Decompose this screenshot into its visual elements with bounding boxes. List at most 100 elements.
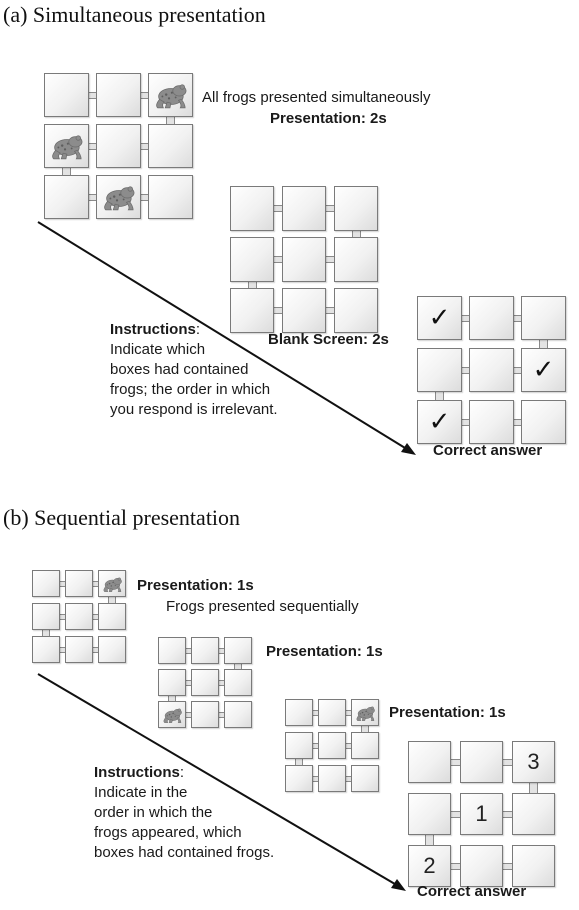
grid-box — [44, 124, 89, 168]
grid-box — [282, 186, 326, 231]
grid-box: 1 — [460, 793, 503, 835]
order-number: 2 — [423, 853, 436, 878]
grid-box — [460, 741, 503, 783]
grid-box — [318, 732, 346, 759]
grid-box — [191, 701, 219, 728]
panel-a-blank-label: Blank Screen: 2s — [268, 331, 389, 348]
grid-box — [148, 73, 193, 117]
checkmark-icon: ✓ — [428, 303, 451, 333]
grid-box — [334, 237, 378, 282]
grid-box — [224, 637, 252, 664]
panel-b-frogs-label: Frogs presented sequentially — [166, 598, 359, 615]
panel-a-instructions-line: frogs; the order in which — [110, 381, 271, 398]
grid-box — [285, 699, 313, 726]
grid-box — [512, 845, 555, 887]
grid-box — [469, 348, 514, 392]
grid-box — [96, 124, 141, 168]
panel-b-presentation-grid-3 — [285, 699, 379, 792]
panel-a-presentation-grid — [44, 73, 193, 219]
grid-box — [230, 237, 274, 282]
grid-box — [191, 637, 219, 664]
grid-box: ✓ — [417, 400, 462, 444]
frog-icon — [155, 84, 187, 109]
panel-b-instructions-title: Instructions — [94, 764, 180, 781]
panel-a-answer-label: Correct answer — [433, 442, 543, 459]
grid-box: 2 — [408, 845, 451, 887]
grid-box — [318, 765, 346, 792]
checkmark-icon: ✓ — [428, 407, 451, 437]
grid-box — [521, 296, 566, 340]
panel-a-instructions-line: Indicate which — [110, 341, 206, 358]
grid-box — [158, 701, 186, 728]
panel-b-instructions-line: frogs appeared, which — [94, 824, 242, 841]
panel-b-presentation-label-3: Presentation: 1s — [389, 704, 506, 721]
panel-b-presentation-grid-1 — [32, 570, 126, 663]
grid-box — [334, 186, 378, 231]
grid-box — [65, 570, 93, 597]
frog-icon — [103, 186, 135, 211]
grid-box — [32, 570, 60, 597]
panel-b-presentation-grid-2 — [158, 637, 252, 728]
panel-b-instructions-line: boxes had contained frogs. — [94, 844, 275, 861]
grid-box: ✓ — [521, 348, 566, 392]
panel-a-answer-grid: ✓ ✓ ✓ — [417, 296, 566, 444]
panel-a-instructions-title: Instructions — [110, 321, 196, 338]
grid-box — [44, 175, 89, 219]
panel-b-instructions-line: Indicate in the — [94, 784, 188, 801]
grid-box — [285, 765, 313, 792]
grid-box — [96, 175, 141, 219]
grid-box — [334, 288, 378, 333]
grid-box — [351, 732, 379, 759]
frog-icon — [163, 708, 182, 723]
panel-b-answer-label: Correct answer — [417, 883, 527, 900]
grid-box — [98, 570, 126, 597]
grid-box — [65, 636, 93, 663]
grid-box — [230, 288, 274, 333]
grid-box — [230, 186, 274, 231]
grid-box — [469, 400, 514, 444]
panel-a-instructions-line: boxes had contained — [110, 361, 249, 378]
grid-box — [417, 348, 462, 392]
panel-a-presentation-label: Presentation: 2s — [270, 110, 387, 127]
grid-box — [96, 73, 141, 117]
grid-box — [318, 699, 346, 726]
grid-box — [351, 765, 379, 792]
grid-box — [32, 636, 60, 663]
grid-box — [512, 793, 555, 835]
grid-box — [32, 603, 60, 630]
panel-a-instructions-line: you respond is irrelevant. — [110, 401, 278, 418]
checkmark-icon: ✓ — [532, 355, 555, 385]
panel-b-instructions: Instructions: Indicate in the order in w… — [94, 763, 274, 863]
grid-box — [158, 637, 186, 664]
grid-box — [98, 603, 126, 630]
grid-box — [224, 669, 252, 696]
panel-b-heading: (b) Sequential presentation — [3, 505, 241, 530]
order-number: 3 — [527, 749, 540, 774]
grid-box — [521, 400, 566, 444]
grid-box — [282, 288, 326, 333]
grid-box — [65, 603, 93, 630]
grid-box — [285, 732, 313, 759]
panel-a-instructions: Instructions: Indicate which boxes had c… — [110, 320, 278, 420]
frog-icon — [356, 706, 375, 721]
grid-box — [469, 296, 514, 340]
panel-a-blank-grid — [230, 186, 378, 333]
grid-box — [460, 845, 503, 887]
panel-a-instructions-colon: : — [195, 321, 201, 338]
grid-box: 3 — [512, 741, 555, 783]
frog-icon — [103, 577, 122, 592]
order-number: 1 — [475, 801, 488, 826]
grid-box — [224, 701, 252, 728]
grid-box — [282, 237, 326, 282]
grid-box: ✓ — [417, 296, 462, 340]
panel-a-frogs-label: All frogs presented simultaneously — [202, 89, 431, 106]
grid-box — [44, 73, 89, 117]
grid-box — [158, 669, 186, 696]
grid-box — [148, 124, 193, 168]
panel-b-presentation-label-2: Presentation: 1s — [266, 643, 383, 660]
panel-b-instructions-line: order in which the — [94, 804, 213, 821]
panel-b-answer-grid: 3 1 2 — [408, 741, 555, 887]
